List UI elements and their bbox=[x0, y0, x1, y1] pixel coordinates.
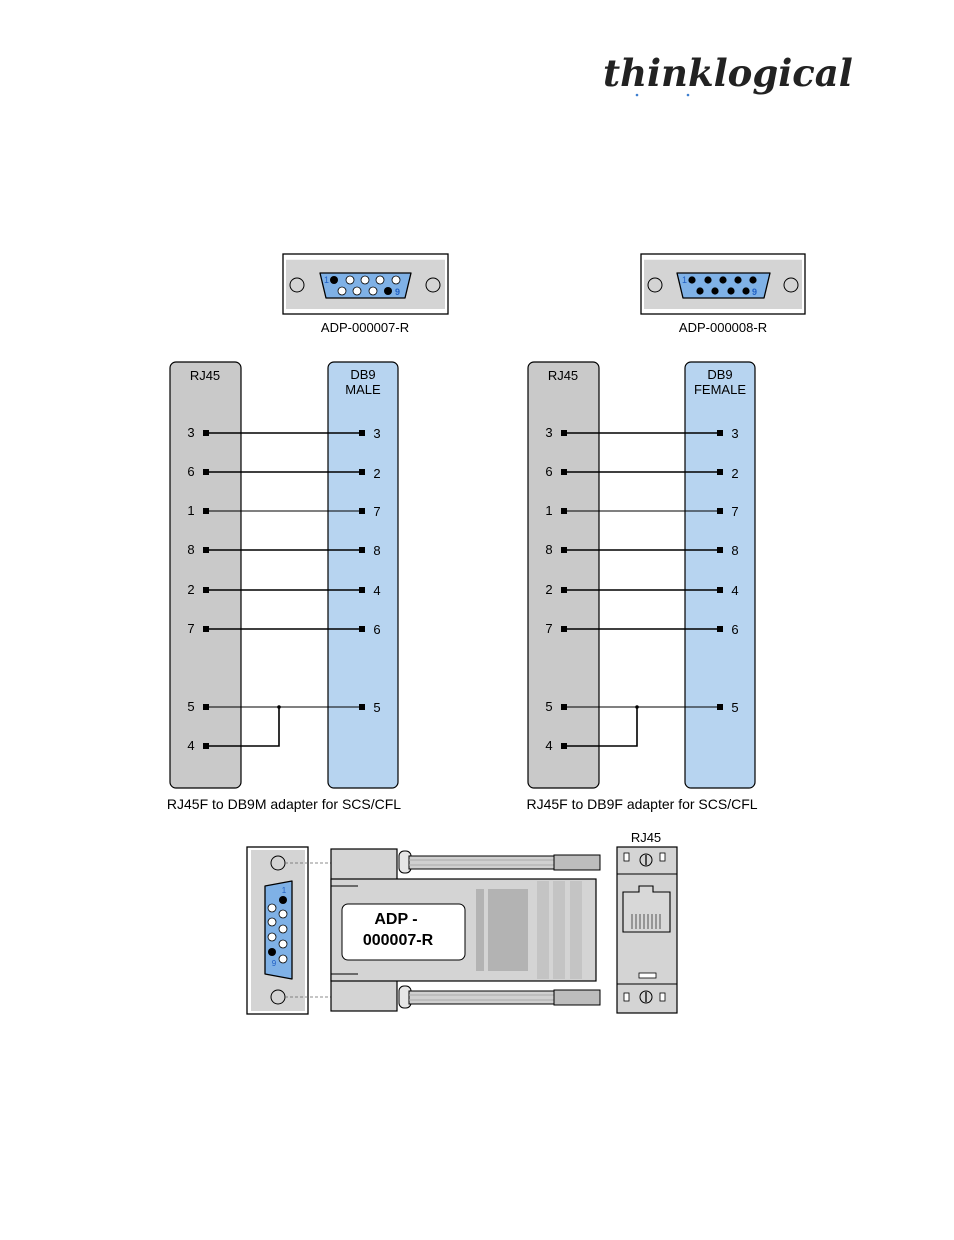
wire-row-jumper: 4 bbox=[545, 707, 638, 753]
db9-panel bbox=[684, 361, 756, 789]
rj45-pin-label: 2 bbox=[187, 582, 194, 597]
db9-pin-label: 8 bbox=[731, 543, 738, 558]
pinout-caption-male: RJ45F to DB9M adapter for SCS/CFL bbox=[167, 796, 401, 812]
pin-nine-label: 9 bbox=[395, 287, 400, 297]
wire-row: 8 8 bbox=[545, 542, 738, 558]
db9-pin-label: 7 bbox=[731, 504, 738, 519]
rj45-pin-label: 5 bbox=[545, 699, 552, 714]
pinout-diagram-male: RJ45 DB9 MALE 3 3 6 2 1 7 8 8 bbox=[169, 361, 399, 789]
connector-face-female: 1 9 bbox=[640, 253, 806, 315]
adapter-illustration: 1 9 bbox=[246, 830, 678, 1015]
mount-hole-icon bbox=[270, 989, 286, 1005]
pin-one-label: 1 bbox=[282, 886, 287, 895]
wire-row: 7 6 bbox=[187, 621, 380, 637]
wire-row-jumper: 4 bbox=[187, 707, 280, 753]
rj45-pin-label: 1 bbox=[545, 503, 552, 518]
rj45-pin-label: 1 bbox=[187, 503, 194, 518]
db9-pin-label: 6 bbox=[731, 622, 738, 637]
rj45-pin-label: 7 bbox=[545, 621, 552, 636]
db9-panel bbox=[327, 361, 399, 789]
rj45-jack-icon bbox=[622, 885, 671, 933]
cable-crimp bbox=[553, 989, 601, 1006]
mount-hole-icon bbox=[783, 277, 799, 293]
db9-female-pins bbox=[688, 276, 757, 295]
adapter-body: ADP - 000007-R bbox=[330, 848, 601, 1012]
rj45-header: RJ45 bbox=[190, 368, 220, 383]
rj45-header: RJ45 bbox=[548, 368, 578, 383]
db9-end-view: 1 9 bbox=[246, 846, 309, 1015]
db9-pin-label: 3 bbox=[731, 426, 738, 441]
logo-dot-icon bbox=[686, 93, 690, 97]
adapter-label-line1: ADP - bbox=[374, 911, 417, 928]
logo-text: thinklogical bbox=[603, 51, 853, 95]
db9-pin-label: 2 bbox=[373, 466, 380, 481]
mount-hole-icon bbox=[270, 855, 286, 871]
cable-crimp bbox=[553, 854, 601, 871]
wire-row: 8 8 bbox=[187, 542, 380, 558]
db9-pin-label: 8 bbox=[373, 543, 380, 558]
wire-row: 7 6 bbox=[545, 621, 738, 637]
db9-pin-label: 6 bbox=[373, 622, 380, 637]
wire-row: 2 4 bbox=[545, 582, 738, 598]
wire-row: 3 3 bbox=[545, 425, 738, 441]
db9-male-pins bbox=[330, 275, 401, 296]
wire-row: 3 3 bbox=[187, 425, 380, 441]
logo-dot-icon bbox=[635, 93, 639, 97]
rj45-pin-label: 5 bbox=[187, 699, 194, 714]
rj45-panel bbox=[527, 361, 600, 789]
rj45-pin-label: 4 bbox=[545, 738, 552, 753]
wire-row-ground: 5 5 bbox=[545, 699, 738, 715]
db9-header-line2: MALE bbox=[345, 382, 381, 397]
rj45-pin-label: 6 bbox=[187, 464, 194, 479]
rj45-panel bbox=[169, 361, 242, 789]
rj45-end-label: RJ45 bbox=[631, 830, 661, 845]
connector-label-female: ADP-000008-R bbox=[679, 320, 767, 335]
rj45-pin-label: 2 bbox=[545, 582, 552, 597]
db9-pin-label: 5 bbox=[731, 700, 738, 715]
db9-pin-label: 5 bbox=[373, 700, 380, 715]
wire-row: 2 4 bbox=[187, 582, 380, 598]
pin-nine-label: 9 bbox=[272, 959, 277, 968]
pin-one-label: 1 bbox=[324, 275, 329, 285]
db9-header-line2: FEMALE bbox=[694, 382, 746, 397]
rj45-pin-label: 8 bbox=[187, 542, 194, 557]
pinout-caption-female: RJ45F to DB9F adapter for SCS/CFL bbox=[526, 796, 757, 812]
rj45-pin-label: 7 bbox=[187, 621, 194, 636]
wire-row: 6 2 bbox=[545, 464, 738, 481]
adapter-label-plate bbox=[341, 903, 466, 961]
rj45-pin-label: 6 bbox=[545, 464, 552, 479]
adapter-label-line2: 000007-R bbox=[363, 932, 434, 949]
wire-row-ground: 5 5 bbox=[187, 699, 380, 715]
connector-face-male: 1 9 bbox=[282, 253, 449, 315]
rj45-end-view bbox=[616, 846, 678, 1014]
wire-row: 1 7 bbox=[187, 503, 380, 519]
pinout-diagram-female: RJ45 DB9 FEMALE 3 3 6 2 1 7 8 8 bbox=[527, 361, 756, 789]
mount-hole-icon bbox=[289, 277, 305, 293]
db9-pin-label: 4 bbox=[731, 583, 738, 598]
db9-pin-label: 4 bbox=[373, 583, 380, 598]
mount-hole-icon bbox=[425, 277, 441, 293]
db9-header-line1: DB9 bbox=[707, 367, 732, 382]
pin-nine-label: 9 bbox=[752, 287, 757, 297]
wire-row: 6 2 bbox=[187, 464, 380, 481]
rj45-pin-label: 8 bbox=[545, 542, 552, 557]
pin-one-label: 1 bbox=[682, 275, 687, 285]
db9-pin-label: 7 bbox=[373, 504, 380, 519]
rj45-pin-label: 3 bbox=[187, 425, 194, 440]
mount-hole-icon bbox=[647, 277, 663, 293]
rj45-pin-label: 3 bbox=[545, 425, 552, 440]
db9-header-line1: DB9 bbox=[350, 367, 375, 382]
connector-label-male: ADP-000007-R bbox=[321, 320, 409, 335]
db9-pin-label: 3 bbox=[373, 426, 380, 441]
brand-logo: thinklogical bbox=[603, 51, 853, 97]
rj45-pin-label: 4 bbox=[187, 738, 194, 753]
wire-row: 1 7 bbox=[545, 503, 738, 519]
db9-pin-label: 2 bbox=[731, 466, 738, 481]
